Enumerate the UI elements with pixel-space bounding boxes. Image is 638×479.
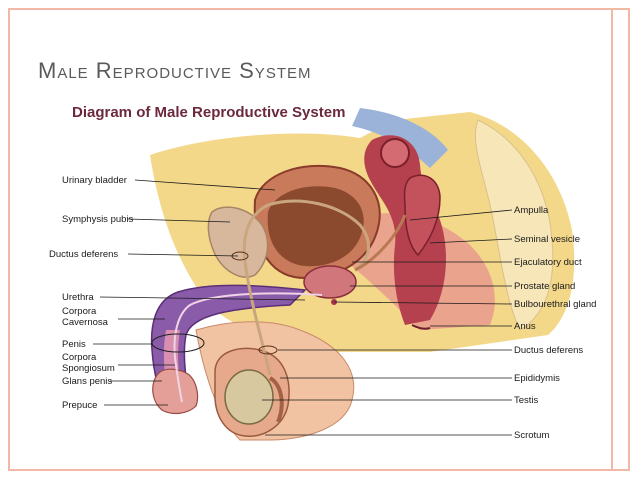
leader-urethra xyxy=(99,296,306,301)
leader-ampulla xyxy=(409,209,513,221)
penis-ring xyxy=(151,333,205,353)
urethra-line xyxy=(173,292,323,403)
label-urinary-bladder: Urinary bladder xyxy=(62,175,127,186)
testis-organ xyxy=(224,369,274,425)
ductus-deferens-tube xyxy=(242,199,370,376)
label-glans-penis: Glans penis xyxy=(62,376,112,387)
label-anus: Anus xyxy=(514,321,536,332)
epididymis-organ xyxy=(268,376,284,423)
label-prostate-gland: Prostate gland xyxy=(514,281,575,292)
leader-urinary-bladder xyxy=(134,179,276,191)
colon-lumen xyxy=(380,138,410,168)
spine-sacrum xyxy=(474,119,554,331)
label-corpora-cavernosa-line2: Cavernosa xyxy=(62,317,109,328)
label-ampulla: Ampulla xyxy=(514,205,549,216)
leader-ductus-deferens-left xyxy=(127,253,239,257)
label-corpora-spongiosum-line2: Spongiosum xyxy=(62,363,115,374)
label-seminal-vesicle: Seminal vesicle xyxy=(514,234,580,245)
label-scrotum: Scrotum xyxy=(514,430,549,441)
anus-opening xyxy=(411,324,431,330)
label-ejaculatory-duct: Ejaculatory duct xyxy=(514,257,582,268)
label-bulbourethral-gland: Bulbourethral gland xyxy=(514,299,596,310)
label-symphysis-pubis: Symphysis pubis xyxy=(62,214,134,225)
ductus-deferens-ring-lower xyxy=(258,345,278,355)
label-penis: Penis xyxy=(62,339,86,350)
seminal-vesicle-organ xyxy=(403,174,441,257)
labels-right: Ampulla Seminal vesicle Ejaculatory duct… xyxy=(514,205,596,441)
ampulla-tube xyxy=(354,214,407,272)
label-corpora-cavernosa-line1: Corpora xyxy=(62,306,97,317)
label-ductus-deferens-left: Ductus deferens xyxy=(49,249,118,260)
colon-rectum xyxy=(364,135,446,325)
bladder-lumen xyxy=(267,186,364,267)
label-corpora-spongiosum-line1: Corpora xyxy=(62,352,97,363)
label-testis: Testis xyxy=(514,395,539,406)
label-ductus-deferens-right: Ductus deferens xyxy=(514,345,583,356)
labels-left: Urinary bladder Symphysis pubis Ductus d… xyxy=(49,175,134,411)
glans-penis xyxy=(152,368,199,415)
anatomy-illustration xyxy=(150,108,575,441)
leader-bulbourethral-gland xyxy=(333,301,513,305)
leader-lines xyxy=(93,179,513,436)
label-prepuce: Prepuce xyxy=(62,400,97,411)
prostate-organ xyxy=(303,265,357,299)
label-urethra: Urethra xyxy=(62,292,94,303)
diagram-title: Diagram of Male Reproductive System xyxy=(72,104,346,121)
slide-border xyxy=(8,8,630,471)
label-epididymis: Epididymis xyxy=(514,373,560,384)
leader-symphysis-pubis xyxy=(127,218,231,223)
slide-right-rule xyxy=(611,8,613,471)
symphysis-pubis-bone xyxy=(207,206,269,278)
slide-title: Male Reproductive System xyxy=(38,58,312,83)
leader-seminal-vesicle xyxy=(429,238,513,244)
